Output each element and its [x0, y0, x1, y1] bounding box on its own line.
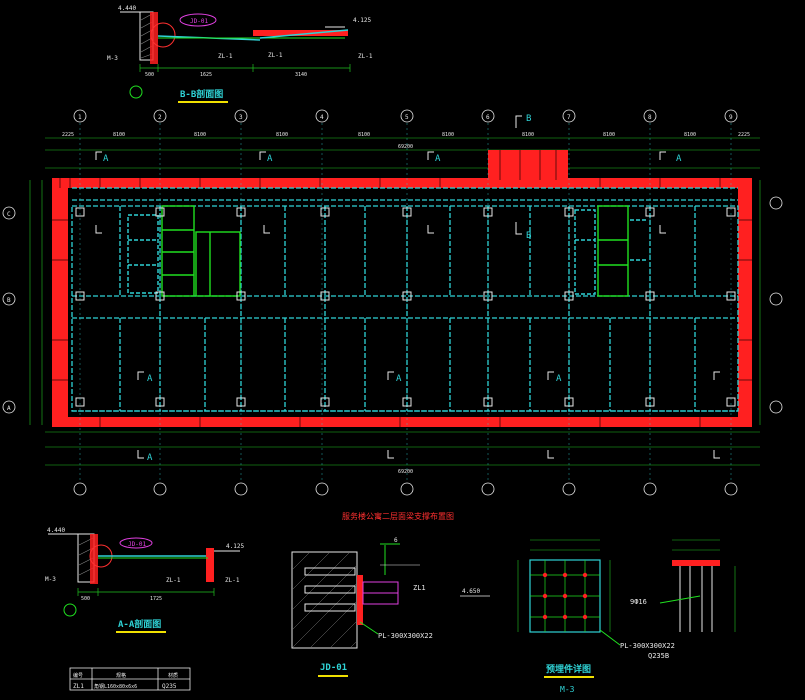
jd01-label-6: 6 [394, 537, 398, 544]
mark-b-1: B [526, 114, 531, 124]
bb-dim-1: 500 [145, 72, 154, 78]
dim-bay-3: 8100 [276, 132, 288, 138]
aa-elev-top: 4.440 [47, 527, 65, 534]
dim-total-length-bottom: 69200 [398, 469, 413, 475]
plan-title: 服务楼公寓二层面梁支撑布置图 [342, 511, 454, 521]
bb-detail-circle [150, 22, 176, 48]
axis-6-top: 6 [486, 114, 490, 121]
mark-a-7: A [556, 374, 562, 384]
dim-bay-5: 8100 [442, 132, 454, 138]
material-table: 编号 规格 材质 ZL1 角钢L160x80x6x6 Q235 [69, 667, 191, 691]
mark-a-8: A [147, 453, 153, 463]
m3-label-pl: PL-300X300X22 [620, 642, 675, 650]
axis-4-top: 4 [320, 114, 324, 121]
top-axis-bubbles [73, 109, 738, 123]
mark-a-5: A [147, 374, 153, 384]
axis-2-top: 2 [158, 114, 162, 121]
aa-label-zl1-b: ZL-1 [225, 577, 240, 584]
aa-dim-1: 500 [81, 596, 90, 602]
mark-a-6: A [396, 374, 402, 384]
table-header-mat: 材质 [168, 672, 178, 679]
axis-8-top: 8 [648, 114, 652, 121]
m3-label-bars: 9Ф16 [630, 598, 647, 606]
side-axis-bubbles [2, 196, 783, 414]
table-cell-spec: 角钢L160x80x6x6 [94, 683, 137, 690]
bb-dim-2: 1625 [200, 72, 212, 78]
aa-title: A-A剖面图 [118, 618, 161, 630]
bb-label-m3: M-3 [107, 55, 118, 62]
dim-bay-2: 8100 [194, 132, 206, 138]
dim-total-length: 69200 [398, 144, 413, 150]
green-partitions [161, 205, 629, 297]
mark-a-1: A [103, 154, 109, 164]
bb-elev-right: 4.125 [353, 17, 371, 24]
section-bb: 4.440 4.125 JD-01 M-3 ZL-1 ZL-1 ZL-1 500… [107, 5, 373, 103]
section-aa: 4.440 JD-01 4.125 M-3 ZL-1 ZL-1 500 1725… [45, 527, 244, 633]
dim-bay-4: 8100 [358, 132, 370, 138]
dim-bay-7: 8100 [603, 132, 615, 138]
m3-title: 预埋件详图 [546, 663, 591, 675]
aa-label-zl1-a: ZL-1 [166, 577, 181, 584]
axis-3-top: 3 [239, 114, 243, 121]
dim-bay-1: 8100 [113, 132, 125, 138]
red-walls [52, 150, 752, 427]
axis-7-top: 7 [567, 114, 571, 121]
aa-label-m3: M-3 [45, 576, 56, 583]
table-header-code: 编号 [73, 672, 83, 679]
mark-a-3: A [435, 154, 441, 164]
aa-elev-right: 4.125 [226, 543, 244, 550]
mark-b-2: B [526, 231, 531, 241]
detail-jd01: 6 ZL1 PL-300X300X22 JD-01 [291, 537, 433, 677]
jd01-label-pl: PL-300X300X22 [378, 632, 433, 640]
table-cell-code: ZL1 [73, 683, 84, 690]
axis-1-top: 1 [78, 114, 82, 121]
jd01-title: JD-01 [320, 663, 347, 673]
floor-plan: 1 2 3 4 5 6 7 8 9 A B C 2225 [2, 109, 783, 521]
bb-label-jd01: JD-01 [190, 18, 208, 25]
dim-overall-top-left: 2225 [62, 132, 74, 138]
m3-label-q235b: Q235B [648, 652, 669, 660]
mark-a-4: A [676, 154, 682, 164]
bb-label-zl1-c: ZL-1 [358, 53, 373, 60]
dim-overall-top-right: 2225 [738, 132, 750, 138]
detail-m3: 4.650 PL-300X300X22 Q235B 预埋件详图 M-3 [460, 539, 736, 694]
jd01-label-zl1: ZL1 [413, 584, 426, 592]
dim-bay-6: 8100 [522, 132, 534, 138]
axis-5-top: 5 [405, 114, 409, 121]
dim-bay-8: 8100 [684, 132, 696, 138]
bb-title: B-B剖面图 [180, 88, 223, 100]
mark-a-2: A [267, 154, 273, 164]
m3-subtitle: M-3 [560, 685, 575, 694]
aa-dim-2: 1725 [150, 596, 162, 602]
m3-elev: 4.650 [462, 588, 480, 595]
bottom-axis-bubbles [73, 482, 738, 496]
bb-label-zl1-b: ZL-1 [268, 52, 283, 59]
axis-a-left: A [7, 405, 11, 412]
bb-elev-top: 4.440 [118, 5, 136, 12]
table-header-spec: 规格 [116, 672, 126, 679]
table-cell-mat: Q235 [162, 683, 177, 690]
bb-label-zl1-a: ZL-1 [218, 53, 233, 60]
axis-c-left: C [7, 211, 11, 218]
axis-b-left: B [7, 297, 11, 304]
axis-9-top: 9 [729, 114, 733, 121]
columns [75, 207, 736, 407]
bb-dim-3: 3140 [295, 72, 307, 78]
aa-label-jd01: JD-01 [128, 541, 146, 548]
